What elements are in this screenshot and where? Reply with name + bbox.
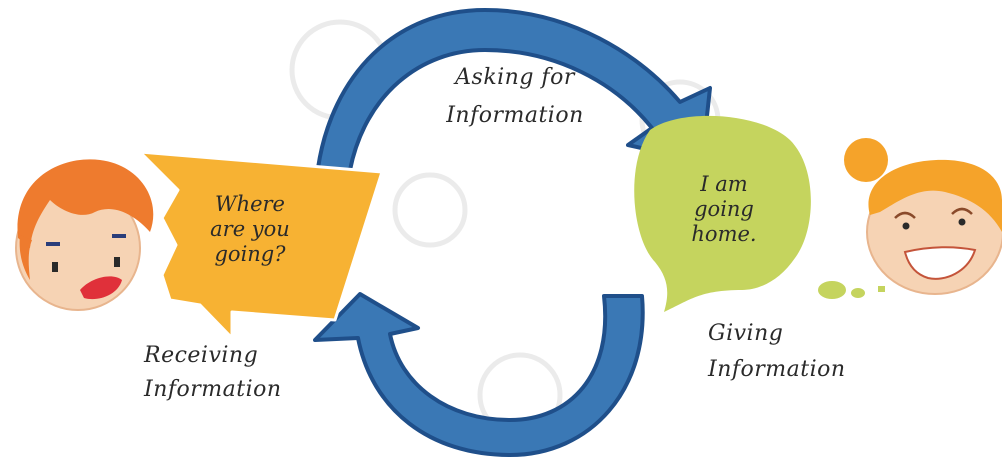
asking-label: Asking for Information [440, 62, 590, 132]
receiving-label-line-2: Information [144, 377, 282, 402]
thought-dot-large [818, 281, 846, 299]
girl-right-eye [958, 218, 966, 226]
answer-line-2: going [694, 197, 754, 221]
girl-hair-bun [844, 138, 888, 182]
asking-label-line-1: Asking for [455, 65, 575, 90]
thought-dot-medium [851, 288, 865, 298]
boy-mouth [80, 276, 122, 300]
girl-mouth [903, 246, 977, 280]
question-line-3: going? [214, 242, 286, 266]
question-line-1: Where [214, 192, 285, 216]
giving-label: Giving Information [708, 318, 846, 386]
boy-right-eye [114, 257, 120, 267]
answer-bubble [634, 115, 811, 312]
giving-label-line-2: Information [708, 357, 846, 382]
asking-label-line-2: Information [446, 103, 584, 128]
question-bubble-text: Where are you going? [196, 192, 304, 267]
bottom-arrow [313, 292, 645, 457]
receiving-label: Receiving Information [144, 340, 282, 406]
boy-left-eyebrow [46, 242, 60, 246]
girl-face [844, 138, 1002, 295]
girl-left-eyebrow [894, 211, 916, 219]
boy-right-eyebrow [112, 234, 126, 238]
receiving-label-line-1: Receiving [144, 343, 259, 368]
girl-left-eye [902, 222, 910, 230]
question-bubble [138, 150, 384, 340]
giving-label-line-1: Giving [708, 321, 784, 346]
answer-line-3: home. [691, 222, 757, 246]
girl-right-eyebrow [951, 207, 973, 215]
answer-bubble-group [634, 115, 885, 312]
answer-bubble-text: I am going home. [676, 172, 772, 247]
answer-line-1: I am [700, 172, 748, 196]
boy-hair [17, 159, 154, 248]
top-arrow [316, 8, 712, 172]
boy-face [15, 159, 154, 311]
thought-dot-small [878, 286, 885, 292]
girl-hair [868, 159, 1002, 232]
question-line-2: are you [210, 217, 290, 241]
boy-left-eye [52, 262, 58, 272]
